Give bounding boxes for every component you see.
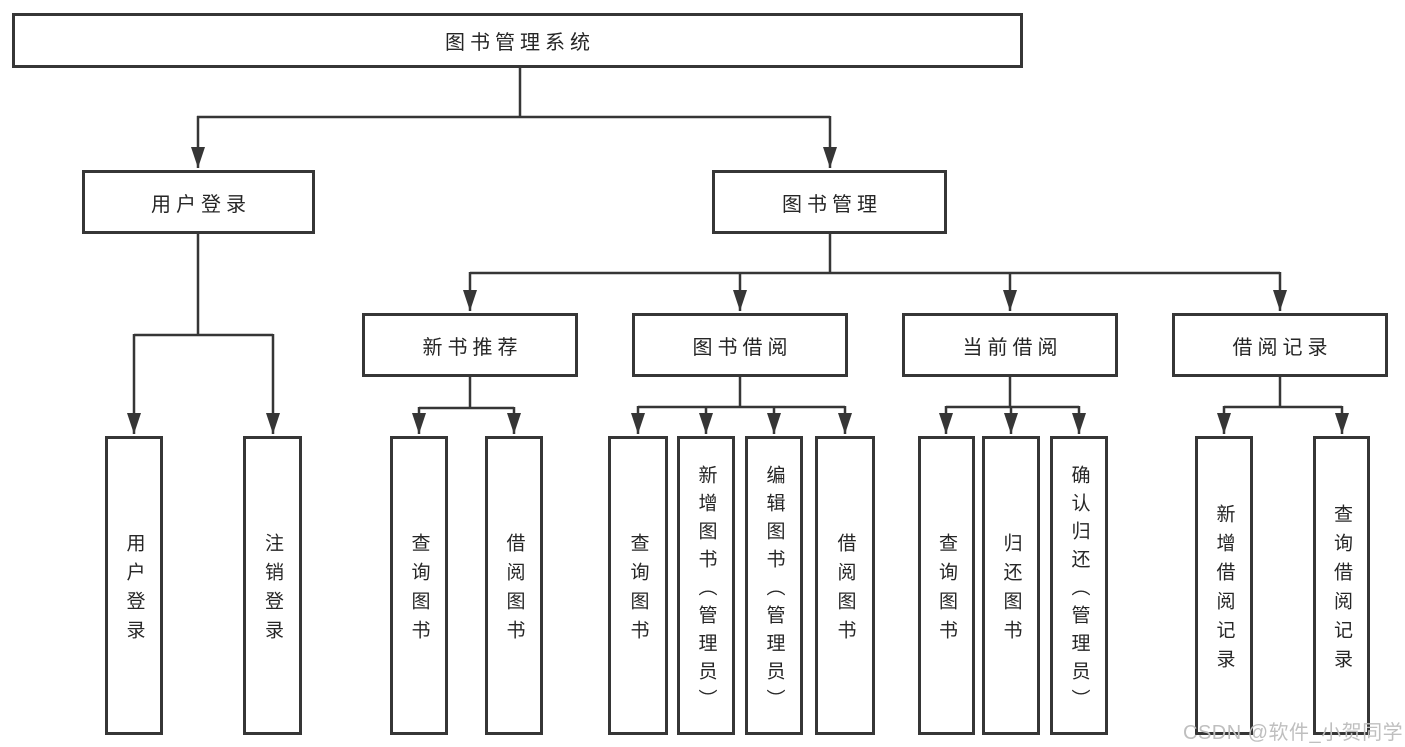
leaf-query-books-recommend: 查询图书 bbox=[390, 436, 448, 735]
leaf-query-books-current-label: 查询图书 bbox=[936, 532, 957, 649]
leaf-query-books-borrow: 查询图书 bbox=[608, 436, 668, 735]
connector-user-login-to-leaves bbox=[127, 233, 280, 434]
node-book-borrow-label: 图书借阅 bbox=[692, 336, 793, 359]
node-book-management-label: 图书管理 bbox=[782, 193, 882, 216]
node-user-login-group-label: 用户登录 bbox=[151, 193, 251, 216]
connector-current-borrow-to-leaves bbox=[939, 376, 1086, 434]
connector-borrow-records-to-leaves bbox=[1217, 376, 1349, 434]
leaf-edit-books-admin: 编辑图书（管理员） bbox=[745, 436, 803, 735]
leaf-confirm-return-admin-label: 确认归还（管理员） bbox=[1068, 464, 1090, 717]
connector-new-book-recommend-to-leaves bbox=[412, 376, 521, 434]
leaf-return-books-label: 归还图书 bbox=[1000, 532, 1022, 649]
node-current-borrow: 当前借阅 bbox=[902, 313, 1118, 377]
leaf-add-borrow-record-label: 新增借阅记录 bbox=[1213, 503, 1235, 678]
leaf-query-books-current: 查询图书 bbox=[918, 436, 975, 735]
leaf-borrow-books-borrow-label: 借阅图书 bbox=[834, 532, 856, 649]
leaf-borrow-books-recommend: 借阅图书 bbox=[485, 436, 543, 735]
leaf-return-books: 归还图书 bbox=[982, 436, 1040, 735]
node-new-book-recommend-label: 新书推荐 bbox=[422, 336, 523, 359]
node-library-system: 图书管理系统 bbox=[12, 13, 1023, 68]
leaf-user-login-label: 用户登录 bbox=[123, 532, 145, 649]
leaf-edit-books-admin-label: 编辑图书（管理员） bbox=[763, 464, 785, 717]
node-library-system-label: 图书管理系统 bbox=[445, 32, 595, 54]
node-book-borrow: 图书借阅 bbox=[632, 313, 848, 377]
node-borrow-records: 借阅记录 bbox=[1172, 313, 1388, 377]
csdn-watermark: CSDN @软件_小贺同学 bbox=[1183, 722, 1404, 744]
node-borrow-records-label: 借阅记录 bbox=[1232, 336, 1333, 359]
node-book-management: 图书管理 bbox=[712, 170, 947, 234]
leaf-query-borrow-record-label: 查询借阅记录 bbox=[1331, 503, 1352, 678]
leaf-add-books-admin: 新增图书（管理员） bbox=[677, 436, 735, 735]
leaf-logout-login: 注销登录 bbox=[243, 436, 302, 735]
leaf-borrow-books-borrow: 借阅图书 bbox=[815, 436, 875, 735]
leaf-add-borrow-record: 新增借阅记录 bbox=[1195, 436, 1253, 735]
node-current-borrow-label: 当前借阅 bbox=[962, 336, 1063, 359]
leaf-borrow-books-recommend-label: 借阅图书 bbox=[503, 532, 525, 649]
connector-book-borrow-to-leaves bbox=[631, 376, 852, 434]
node-new-book-recommend: 新书推荐 bbox=[362, 313, 578, 377]
connector-root-to-level2 bbox=[191, 68, 837, 168]
leaf-query-books-borrow-label: 查询图书 bbox=[627, 532, 649, 649]
leaf-query-borrow-record: 查询借阅记录 bbox=[1313, 436, 1370, 735]
leaf-logout-login-label: 注销登录 bbox=[262, 532, 283, 649]
leaf-user-login: 用户登录 bbox=[105, 436, 163, 735]
leaf-confirm-return-admin: 确认归还（管理员） bbox=[1050, 436, 1108, 735]
leaf-add-books-admin-label: 新增图书（管理员） bbox=[695, 464, 717, 717]
leaf-query-books-recommend-label: 查询图书 bbox=[408, 532, 430, 649]
connector-book-mgmt-to-level3 bbox=[463, 234, 1287, 311]
node-user-login-group: 用户登录 bbox=[82, 170, 315, 234]
